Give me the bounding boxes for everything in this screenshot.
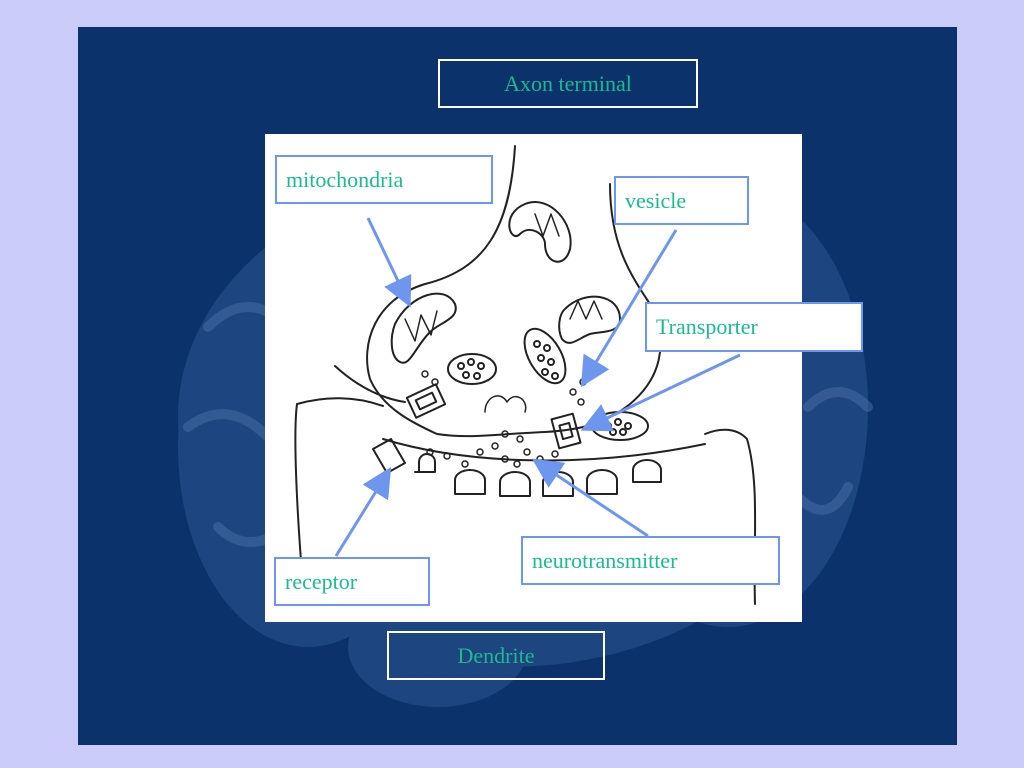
dendrite-label: Dendrite: [387, 631, 605, 680]
dendrite-membrane: [294, 397, 384, 587]
vesicle-cluster: [523, 327, 567, 385]
mitochondrion: [508, 201, 572, 263]
receptor-label: receptor: [274, 557, 430, 606]
released-neurotransmitter: [421, 370, 587, 468]
axon-terminal-label: Axon terminal: [438, 59, 698, 108]
transporter-label: Transporter: [645, 302, 863, 352]
vesicle-cluster: [447, 353, 497, 385]
mitochondrion: [558, 295, 621, 344]
synapse-drawing: [294, 145, 757, 605]
mitochondria-label: mitochondria: [275, 155, 493, 204]
vesicle-cluster: [591, 411, 649, 441]
neurotransmitter-label: neurotransmitter: [521, 536, 780, 585]
transporter-structure: [405, 383, 582, 450]
mitochondrion: [390, 292, 457, 364]
vesicle-label: vesicle: [614, 176, 749, 225]
